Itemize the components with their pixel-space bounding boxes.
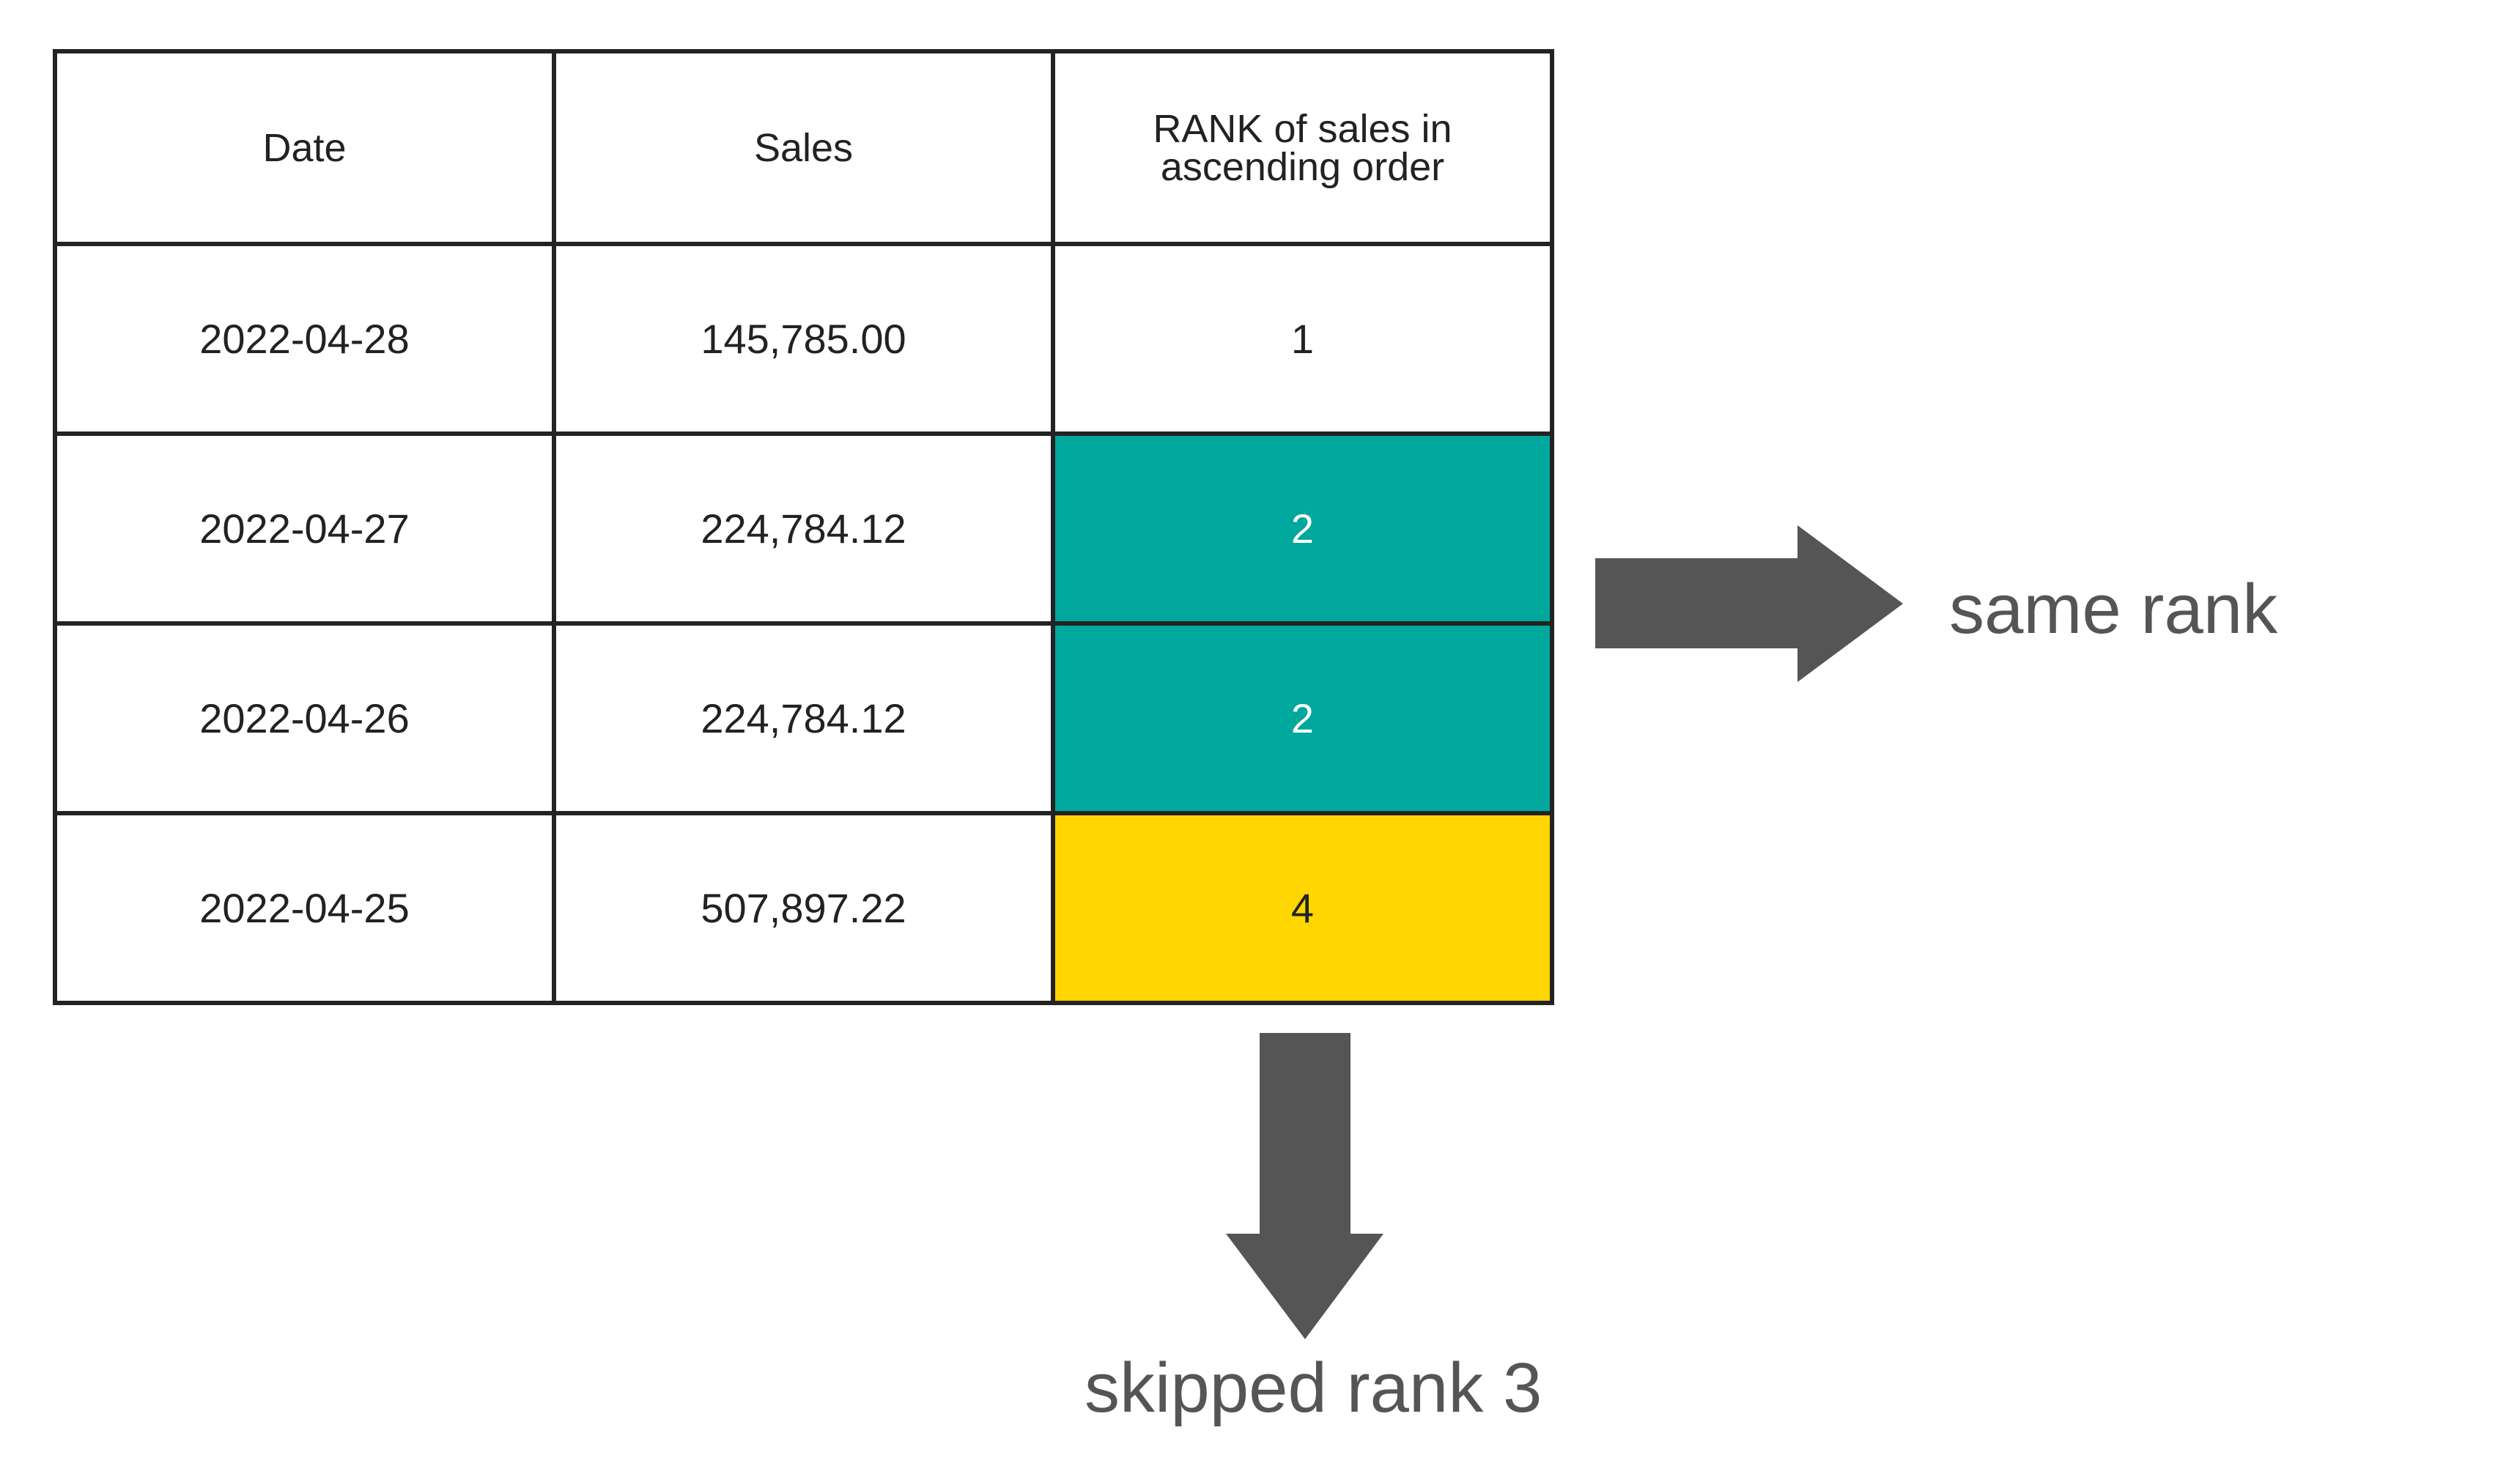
same-rank-label: same rank — [1949, 570, 2278, 648]
arrow-right-icon — [1595, 525, 1903, 682]
header-rank-line-2: ascending order — [1160, 144, 1445, 189]
table-row: 2022-04-25 507,897.22 4 — [53, 811, 1554, 1005]
table-row: 2022-04-27 224,784.12 2 — [53, 432, 1554, 626]
cell-sales: 507,897.22 — [552, 811, 1055, 1005]
cell-sales: 224,784.12 — [552, 621, 1055, 815]
cell-rank-same: 2 — [1051, 621, 1554, 815]
table-header-row: Date Sales RANK of sales in ascending or… — [53, 49, 1554, 246]
cell-date: 2022-04-26 — [53, 621, 556, 815]
arrow-down-icon — [1226, 1033, 1383, 1339]
header-rank: RANK of sales in ascending order — [1051, 49, 1554, 246]
header-rank-line-1: RANK of sales in — [1153, 106, 1452, 151]
cell-rank-skipped: 4 — [1051, 811, 1554, 1005]
header-date: Date — [53, 49, 556, 246]
cell-date: 2022-04-25 — [53, 811, 556, 1005]
skipped-rank-label: skipped rank 3 — [1085, 1349, 1542, 1427]
cell-date: 2022-04-27 — [53, 432, 556, 626]
header-sales: Sales — [552, 49, 1055, 246]
cell-rank: 1 — [1051, 242, 1554, 436]
rank-table: Date Sales RANK of sales in ascending or… — [53, 49, 1554, 1005]
cell-date: 2022-04-28 — [53, 242, 556, 436]
cell-rank-same: 2 — [1051, 432, 1554, 626]
cell-sales: 224,784.12 — [552, 432, 1055, 626]
table-row: 2022-04-26 224,784.12 2 — [53, 621, 1554, 815]
cell-sales: 145,785.00 — [552, 242, 1055, 436]
table-row: 2022-04-28 145,785.00 1 — [53, 242, 1554, 436]
